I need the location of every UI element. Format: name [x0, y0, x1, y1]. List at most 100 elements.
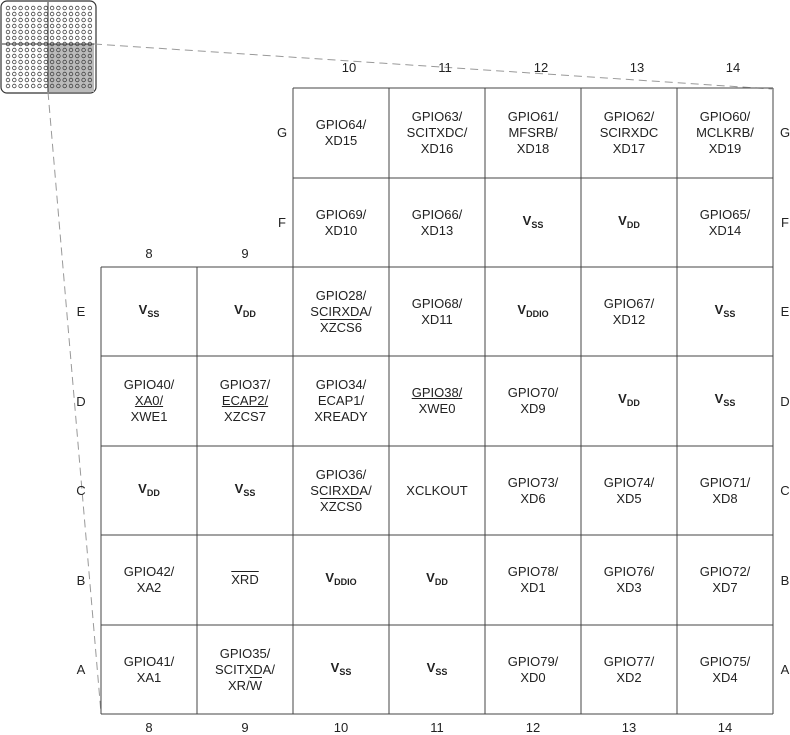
ball-B11-vdd: VDD: [389, 535, 485, 625]
ball-F14-line2: XD14: [708, 222, 742, 238]
inset-ball-dot: [87, 11, 93, 17]
ball-B8-line2: XA2: [136, 580, 162, 595]
vdd-v: V: [618, 391, 627, 406]
inset-ball-dot: [81, 5, 86, 11]
col-label-bottom-10: 10: [333, 720, 349, 735]
col-label-bottom-12: 12: [525, 720, 541, 735]
ball-A9: GPIO35/SCITXDA/XR/W: [197, 625, 293, 714]
col-label-bottom-14: 14: [717, 720, 733, 735]
ball-A9-line1: GPIO35/: [219, 645, 271, 661]
inset-ball-dot: [18, 23, 23, 29]
inset-ball-dot: [81, 35, 86, 41]
ball-B14: GPIO72/XD7: [677, 535, 773, 625]
ball-A12-line2: XD0: [520, 669, 546, 685]
inset-ball-dot: [81, 47, 86, 53]
inset-ball-dot: [81, 53, 86, 59]
ball-G10-line1: GPIO64/: [315, 117, 367, 132]
inset-ball-dot: [24, 11, 30, 17]
inset-ball-dot: [68, 11, 74, 17]
inset-ball-dot: [31, 71, 36, 77]
inset-ball-dot: [31, 29, 36, 35]
ball-B12-line1: GPIO78/: [507, 564, 559, 579]
ball-C14-line1: GPIO71/: [699, 474, 751, 490]
inset-ball-dot: [18, 71, 23, 77]
inset-ball-dot: [75, 17, 80, 23]
vddio-sub: DDIO: [334, 577, 357, 587]
ball-G12-line1: GPIO61/: [507, 109, 559, 124]
inset-ball-dot: [62, 77, 67, 83]
vddio-v: V: [325, 570, 335, 585]
ball-D10-line2: ECAP1/: [317, 393, 365, 408]
row-label-left-C: C: [76, 483, 86, 498]
ball-A12: GPIO79/XD0: [485, 625, 581, 714]
ball-F10-line1: GPIO69/: [315, 206, 367, 222]
inset-ball-dot: [5, 53, 11, 59]
inset-ball-dot: [49, 83, 55, 89]
ball-A9-line3-w: W: [249, 677, 262, 693]
ball-B14-line1: GPIO72/: [699, 564, 751, 579]
row-label-right-A: A: [780, 662, 790, 677]
row-label-left-B: B: [76, 573, 86, 588]
ball-E8-vss: VSS: [101, 267, 197, 356]
inset-ball-dot: [56, 59, 61, 65]
ball-F13-vdd: VDD: [581, 178, 677, 267]
ball-C11: XCLKOUT: [389, 446, 485, 535]
vss-sub: SS: [723, 308, 736, 319]
inset-ball-dot: [56, 23, 61, 29]
inset-ball-dot: [75, 11, 80, 17]
ball-A8-line2: XA1: [136, 669, 162, 685]
inset-ball-dot: [87, 59, 93, 65]
inset-ball-dot: [62, 71, 67, 77]
inset-ball-dot: [56, 29, 61, 35]
ball-A13-line2: XD2: [616, 669, 642, 685]
inset-ball-dot: [31, 83, 36, 89]
col-label-top-12: 12: [533, 60, 549, 75]
inset-ball-dot: [56, 83, 61, 89]
inset-ball-dot: [12, 5, 17, 11]
inset-ball-dot: [75, 77, 80, 83]
inset-ball-dot: [24, 29, 30, 35]
ball-B13: GPIO76/XD3: [581, 535, 677, 625]
inset-ball-dot: [75, 5, 80, 11]
inset-ball-dot: [31, 53, 36, 59]
vdd-sub: DD: [626, 398, 640, 408]
ball-C13: GPIO74/XD5: [581, 446, 677, 535]
ball-G12-line3: XD18: [516, 141, 550, 156]
vddio-sub: DDIO: [526, 308, 549, 319]
inset-ball-dot: [37, 47, 42, 53]
inset-ball-dot: [62, 17, 67, 23]
inset-ball-dot: [75, 35, 80, 41]
inset-ball-dot: [68, 29, 74, 35]
inset-ball-dot: [68, 5, 74, 11]
inset-ball-dot: [49, 11, 55, 17]
inset-ball-dot: [87, 53, 93, 59]
inset-ball-dot: [81, 17, 86, 23]
inset-ball-dot: [49, 47, 55, 53]
inset-ball-dot: [18, 83, 23, 89]
inset-ball-dot: [68, 53, 74, 59]
inset-ball-dot: [81, 71, 86, 77]
inset-ball-dot: [87, 47, 93, 53]
inset-ball-dot: [5, 83, 11, 89]
zoom-leader-top: [93, 43, 773, 90]
vss-v: V: [234, 480, 244, 496]
inset-ball-dot: [5, 5, 11, 11]
ball-D12-line2: XD9: [520, 401, 546, 416]
ball-D11: GPIO38/XWE0: [389, 356, 485, 446]
inset-ball-dot: [37, 65, 42, 71]
ball-C12: GPIO73/XD6: [485, 446, 581, 535]
inset-ball-dot: [24, 83, 30, 89]
ball-F10-line2: XD10: [324, 222, 358, 238]
inset-ball-dot: [31, 17, 36, 23]
ball-G13-line2: SCIRXDC: [599, 125, 659, 140]
inset-ball-dot: [5, 11, 11, 17]
inset-ball-dot: [12, 35, 17, 41]
vss-sub: SS: [723, 398, 736, 408]
inset-ball-dot: [18, 17, 23, 23]
ball-E9-vdd: VDD: [197, 267, 293, 356]
inset-ball-dot: [37, 83, 42, 89]
ball-A13-line1: GPIO77/: [603, 653, 655, 669]
ball-B13-line1: GPIO76/: [603, 564, 655, 579]
ball-E11: GPIO68/XD11: [389, 267, 485, 356]
inset-ball-dot: [18, 47, 23, 53]
